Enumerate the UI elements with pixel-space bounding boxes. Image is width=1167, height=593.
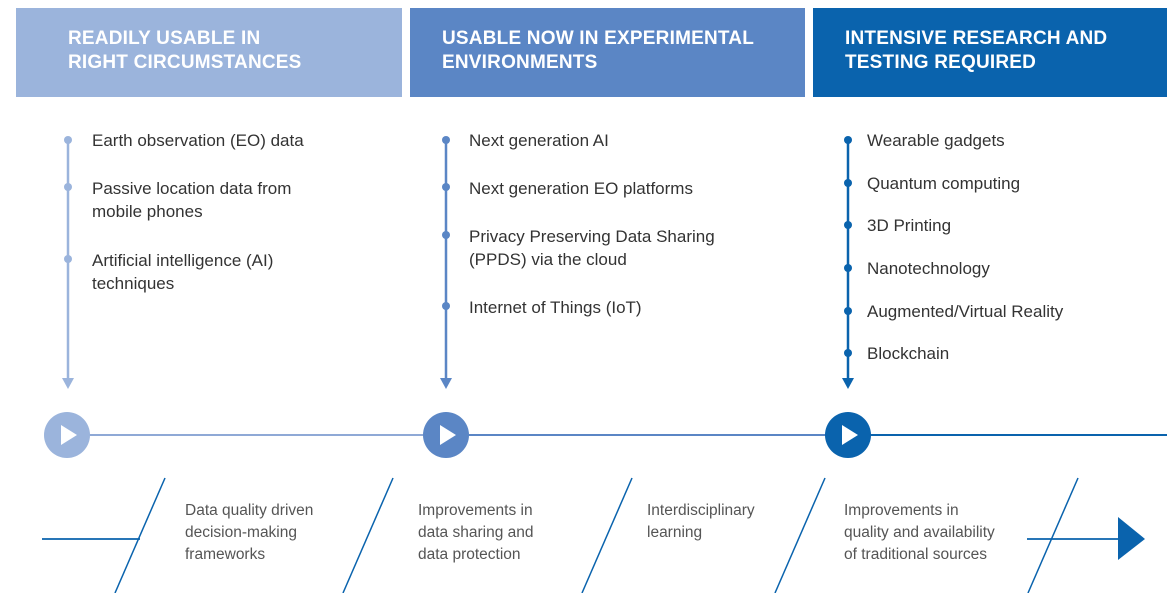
bullet-dot (844, 349, 852, 357)
slash-divider (114, 477, 166, 593)
down-arrow-icon (62, 378, 74, 389)
slash-divider (581, 477, 633, 593)
bullet-dot (844, 307, 852, 315)
list-item: Privacy Preserving Data Sharing (PPDS) v… (469, 227, 715, 269)
header-line: ENVIRONMENTS (442, 52, 598, 73)
column-header-research: INTENSIVE RESEARCH AND TESTING REQUIRED (813, 8, 1167, 97)
list-item: Augmented/Virtual Reality (867, 302, 1064, 321)
list-item: Wearable gadgets (867, 131, 1005, 150)
header-line: USABLE NOW IN EXPERIMENTAL (442, 28, 755, 49)
bullet-dot (844, 264, 852, 272)
down-arrow-icon (842, 378, 854, 389)
list-item: Quantum computing (867, 174, 1021, 193)
bullet-dot (442, 183, 450, 191)
list-item: Next generation AI (469, 131, 609, 150)
list-item: Earth observation (EO) data (92, 131, 304, 150)
down-arrow-icon (440, 378, 452, 389)
list-item: Internet of Things (IoT) (469, 298, 642, 317)
bullet-dot (64, 136, 72, 144)
list-item: Blockchain (867, 344, 950, 363)
bullet-dot (442, 231, 450, 239)
slash-divider (774, 477, 826, 593)
bullet-dot (442, 136, 450, 144)
header-line: TESTING REQUIRED (845, 52, 1037, 73)
list-item: Nanotechnology (867, 259, 990, 278)
play-circle-icon (44, 412, 90, 458)
list-item: Artificial intelligence (AI) techniques (92, 251, 274, 293)
enabler-text: Improvements in data sharing and data pr… (418, 502, 534, 563)
header-line: INTENSIVE RESEARCH AND (845, 28, 1108, 49)
list-item: 3D Printing (867, 216, 952, 235)
bullet-dot (844, 179, 852, 187)
enabler-text: Improvements in quality and availability… (844, 502, 995, 563)
header-line: RIGHT CIRCUMSTANCES (68, 52, 302, 73)
slash-divider (1027, 477, 1079, 593)
column-header-experimental: USABLE NOW IN EXPERIMENTAL ENVIRONMENTS (410, 8, 805, 97)
enabler-text: Data quality driven decision-making fram… (185, 502, 314, 563)
enabler-text: Interdisciplinary learning (647, 502, 755, 541)
play-circle-icon (825, 412, 871, 458)
header-line: READILY USABLE IN (68, 28, 261, 49)
bullet-dot (64, 255, 72, 263)
bullet-dot (844, 136, 852, 144)
list-item: Passive location data from mobile phones (92, 179, 292, 221)
column-header-ready: READILY USABLE IN RIGHT CIRCUMSTANCES (16, 8, 402, 97)
bullet-dot (844, 221, 852, 229)
bullet-dot (64, 183, 72, 191)
play-circle-icon (423, 412, 469, 458)
slash-divider (342, 477, 394, 593)
list-item: Next generation EO platforms (469, 179, 693, 198)
bullet-dot (442, 302, 450, 310)
arrow-right-icon (1118, 517, 1145, 560)
